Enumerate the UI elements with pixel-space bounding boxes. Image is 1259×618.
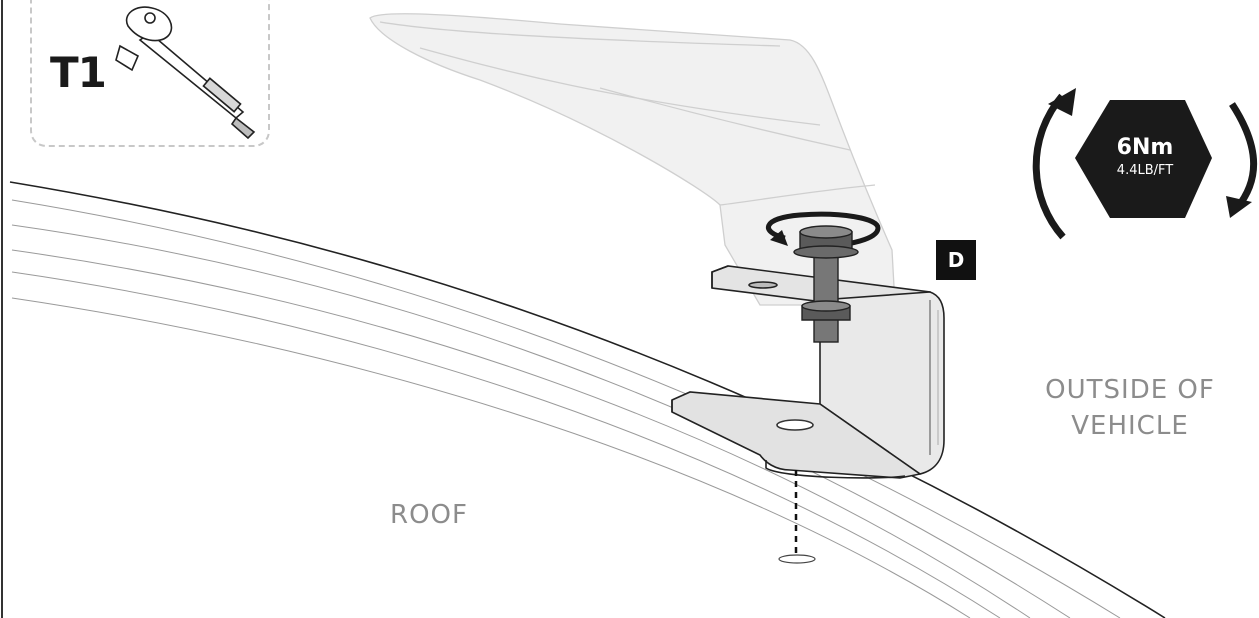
roof-contours: [9, 181, 1166, 618]
bolt-nut-top: [801, 300, 851, 312]
bracket-wall: [819, 291, 945, 475]
roof-contour-line: [11, 224, 1071, 618]
torque-hexagon: [1075, 100, 1212, 218]
bracket-wall-face: [819, 291, 945, 475]
bolt: [793, 225, 859, 343]
foot-edge: [419, 47, 821, 126]
bolt-head-top: [799, 225, 853, 239]
lower-base-edge: [765, 460, 906, 479]
bolt-washer: [793, 245, 859, 259]
wrench-dial: [144, 12, 156, 24]
torque-value: 6Nm: [1116, 135, 1174, 160]
roof-foot-ghost: [369, 13, 896, 306]
outside-vehicle-label: OUTSIDE OF VEHICLE: [1045, 375, 1215, 441]
tighten-rotation-icon: [1032, 88, 1258, 240]
ratchet-wrench-icon: [115, 6, 256, 140]
tool-label: T1: [50, 48, 107, 97]
roof-contour-line: [11, 297, 971, 618]
plate-slot: [748, 281, 778, 289]
foot-edge: [379, 21, 781, 47]
roof-contour-line: [11, 199, 1121, 618]
arrow-head: [1048, 88, 1076, 116]
wrench-grip: [202, 77, 242, 113]
roof-edge-line: [9, 181, 1166, 618]
base-hole: [776, 419, 814, 431]
torque-imperial-value: 4.4LB/FT: [1116, 163, 1174, 178]
roof-contour-line: [11, 271, 1001, 618]
arrow-head: [1226, 196, 1252, 218]
roof-hole: [778, 554, 816, 564]
foot-edge: [719, 184, 876, 206]
roof-label: ROOF: [390, 500, 468, 530]
wrench-socket: [115, 44, 140, 72]
rotate-arrow-icon: [765, 211, 881, 248]
bolt-shaft: [813, 249, 839, 343]
wrench-head: [125, 6, 173, 42]
foot-edge: [599, 87, 851, 151]
lower-base: [671, 391, 922, 479]
foot-body: [369, 13, 896, 306]
tool-callout-box: [30, 0, 270, 147]
rotate-arrow-left: [1032, 93, 1066, 240]
wrench-end-cap: [230, 116, 256, 140]
step-badge: D: [936, 240, 976, 280]
roof-contour-line: [11, 249, 1031, 618]
rotate-arrow-right: [1229, 102, 1258, 211]
torque-spec: 6Nm 4.4LB/FT: [1030, 85, 1258, 215]
upper-plate-edge: [711, 265, 729, 288]
lower-base-top: [671, 391, 922, 479]
